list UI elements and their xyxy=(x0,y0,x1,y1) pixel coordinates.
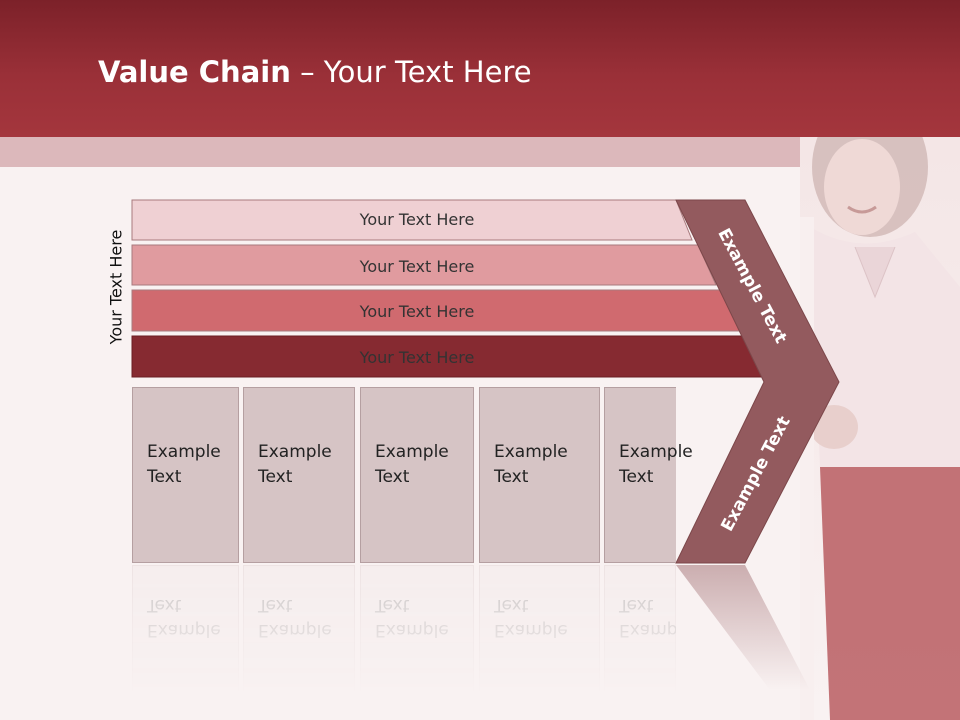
bar-1-label: Your Text Here xyxy=(359,209,475,229)
header-banner xyxy=(0,0,960,137)
box-3-reflection-line2: Text xyxy=(375,595,410,615)
box-1-line1: Example xyxy=(147,442,221,462)
box-4-reflection-line2: Text xyxy=(494,595,529,615)
box-4-reflection: Example Text xyxy=(479,565,600,695)
box-3-line1: Example xyxy=(375,442,449,462)
box-3-line2: Text xyxy=(375,467,410,487)
box-2-reflection: Example Text xyxy=(243,565,355,695)
box-1-reflection-line1: Example xyxy=(147,620,221,640)
title-bold: Value Chain xyxy=(98,55,291,89)
box-5-reflection: Example Text xyxy=(604,565,693,695)
box-2-line1: Example xyxy=(258,442,332,462)
box-2-reflection-line1: Example xyxy=(258,620,332,640)
box-4-reflection-line1: Example xyxy=(494,620,568,640)
person-photo xyxy=(800,137,960,720)
box-4-line2: Text xyxy=(494,467,529,487)
bar-2-label: Your Text Here xyxy=(359,256,475,276)
box-1-reflection: Example Text xyxy=(132,565,239,695)
box-1-line2: Text xyxy=(147,467,182,487)
bar-4-label: Your Text Here xyxy=(359,347,475,367)
box-2-line2: Text xyxy=(258,467,293,487)
box-5-reflection-line1: Example xyxy=(619,620,693,640)
bar-1-shape[interactable] xyxy=(131,199,693,241)
box-3-reflection: Example Text xyxy=(360,565,474,695)
box-5-reflection-line2: Text xyxy=(619,595,654,615)
box-4-line1: Example xyxy=(494,442,568,462)
title-rest: – Your Text Here xyxy=(290,55,532,89)
box-3-reflection-line1: Example xyxy=(375,620,449,640)
box-5-line2: Text xyxy=(619,467,654,487)
bar-3-label: Your Text Here xyxy=(359,301,475,321)
slide-title[interactable]: Value Chain – Your Text Here xyxy=(98,55,532,89)
chevron-shape xyxy=(675,199,840,564)
chevron-reflection xyxy=(676,565,810,690)
bar-2-shape[interactable] xyxy=(131,244,717,286)
box-1-reflection-line2: Text xyxy=(147,595,182,615)
box-5-line1: Example xyxy=(619,442,693,462)
box-2-reflection-line2: Text xyxy=(258,595,293,615)
